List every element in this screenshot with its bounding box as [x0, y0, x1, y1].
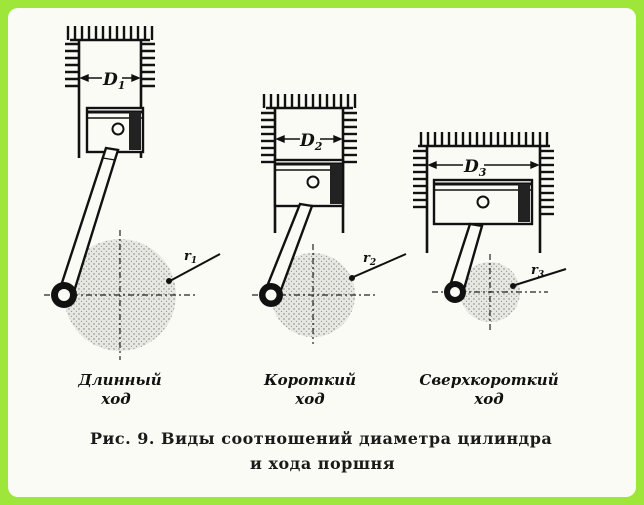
piston — [273, 158, 345, 208]
figure-caption-line1: Рис. 9. Виды соотношений диаметра цилинд… — [90, 429, 553, 448]
crank-pin — [444, 281, 466, 303]
label-long-stroke-line1: Длинный — [77, 371, 161, 389]
engine-long-stroke: D1 r1 — [44, 26, 221, 360]
diameter-label: D1 — [102, 70, 125, 92]
radius-line — [510, 268, 567, 289]
diameter-label: D3 — [463, 157, 487, 179]
engine-ultra-short-stroke: D3 r3 — [413, 132, 567, 330]
crank-pin — [259, 283, 283, 307]
piston — [432, 178, 534, 226]
radius-label: r1 — [184, 249, 197, 266]
label-long-stroke-line2: ход — [100, 390, 130, 408]
label-short-stroke-line2: ход — [294, 390, 324, 408]
piston — [85, 106, 145, 154]
diameter-label: D2 — [299, 131, 323, 153]
radius-label: r2 — [363, 251, 376, 268]
crank-circle — [44, 230, 198, 360]
crank-pin — [51, 282, 77, 308]
label-ultra-short-stroke-line2: ход — [473, 390, 503, 408]
engine-short-stroke: D2 r2 — [252, 94, 407, 344]
engine-diagram: D1 r1 — [44, 26, 567, 408]
figure-frame: D1 r1 — [8, 8, 636, 497]
label-ultra-short-stroke-line1: Сверхкороткий — [419, 371, 558, 389]
radius-line — [166, 253, 221, 284]
crank-circle — [252, 244, 376, 344]
cylinder-fins — [65, 26, 155, 88]
stroke-labels: Длинный ход Короткий ход Сверхкороткий х… — [77, 371, 558, 408]
cylinder-walls — [418, 144, 550, 253]
label-short-stroke-line1: Короткий — [263, 371, 356, 389]
figure-caption-line2: и хода поршня — [250, 454, 396, 473]
diameter-arrow — [427, 160, 540, 170]
cylinder-fins — [413, 132, 554, 216]
radius-line — [349, 253, 407, 281]
diameter-arrow — [275, 134, 343, 144]
diameter-arrow — [79, 73, 141, 83]
cylinder-fins — [261, 94, 357, 164]
radius-label: r3 — [531, 263, 544, 280]
